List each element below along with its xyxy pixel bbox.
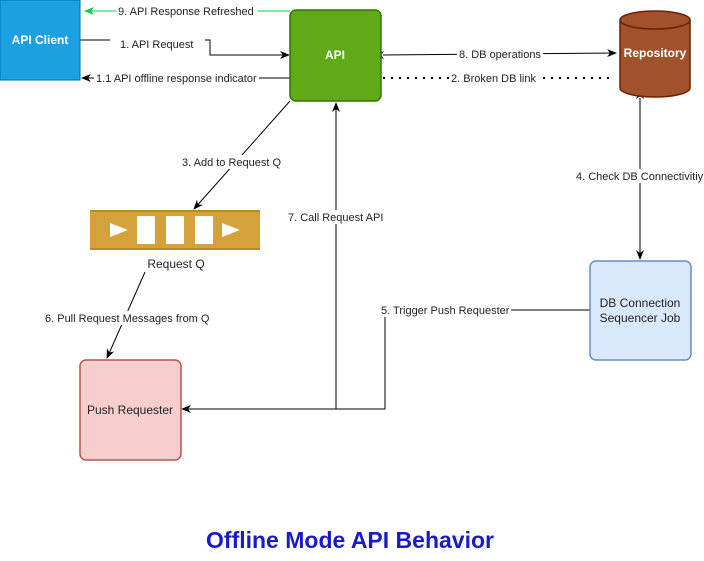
edge-5-label: 5. Trigger Push Requester	[381, 305, 510, 317]
edge-6-label: 6. Pull Request Messages from Q	[45, 313, 210, 325]
queue-arrow-out-icon	[222, 223, 240, 237]
repository-node[interactable]: Repository	[619, 10, 691, 98]
api-label: API	[325, 48, 345, 62]
queue-slot	[166, 216, 184, 244]
edge-8-label: 8. DB operations	[459, 49, 541, 61]
db-connection-job-node[interactable]: DB Connection Sequencer Job	[589, 260, 692, 361]
queue-slot	[137, 216, 155, 244]
request-queue-node[interactable]	[90, 210, 260, 250]
edge-1-label: 1. API Request	[120, 39, 193, 51]
db-job-label-line1: DB Connection	[600, 296, 681, 310]
api-client-label: API Client	[12, 33, 69, 47]
repository-label: Repository	[624, 46, 687, 60]
diagram-title: Offline Mode API Behavior	[206, 527, 494, 553]
edge-5-line	[181, 309, 590, 413]
db-job-label-line2: Sequencer Job	[600, 311, 681, 325]
edge-1-line-b	[205, 39, 290, 59]
edge-3-label: 3. Add to Request Q	[182, 157, 282, 169]
api-client-node[interactable]: API Client	[0, 0, 81, 81]
push-requester-label: Push Requester	[87, 403, 173, 417]
push-requester-node[interactable]: Push Requester	[79, 359, 182, 461]
queue-slot	[195, 216, 213, 244]
queue-arrow-in-icon	[110, 223, 128, 237]
edge-7-label: 7. Call Request API	[288, 212, 383, 224]
request-queue-label: Request Q	[147, 257, 204, 271]
edge-9-label: 9. API Response Refreshed	[118, 6, 254, 18]
edge-2-label: 2. Broken DB link	[451, 73, 536, 85]
edge-4-label: 4. Check DB Connectivitiy	[576, 171, 704, 183]
edge-1-1-label: 1.1 API offline response indicator	[96, 73, 257, 85]
api-node[interactable]: API	[289, 9, 382, 102]
